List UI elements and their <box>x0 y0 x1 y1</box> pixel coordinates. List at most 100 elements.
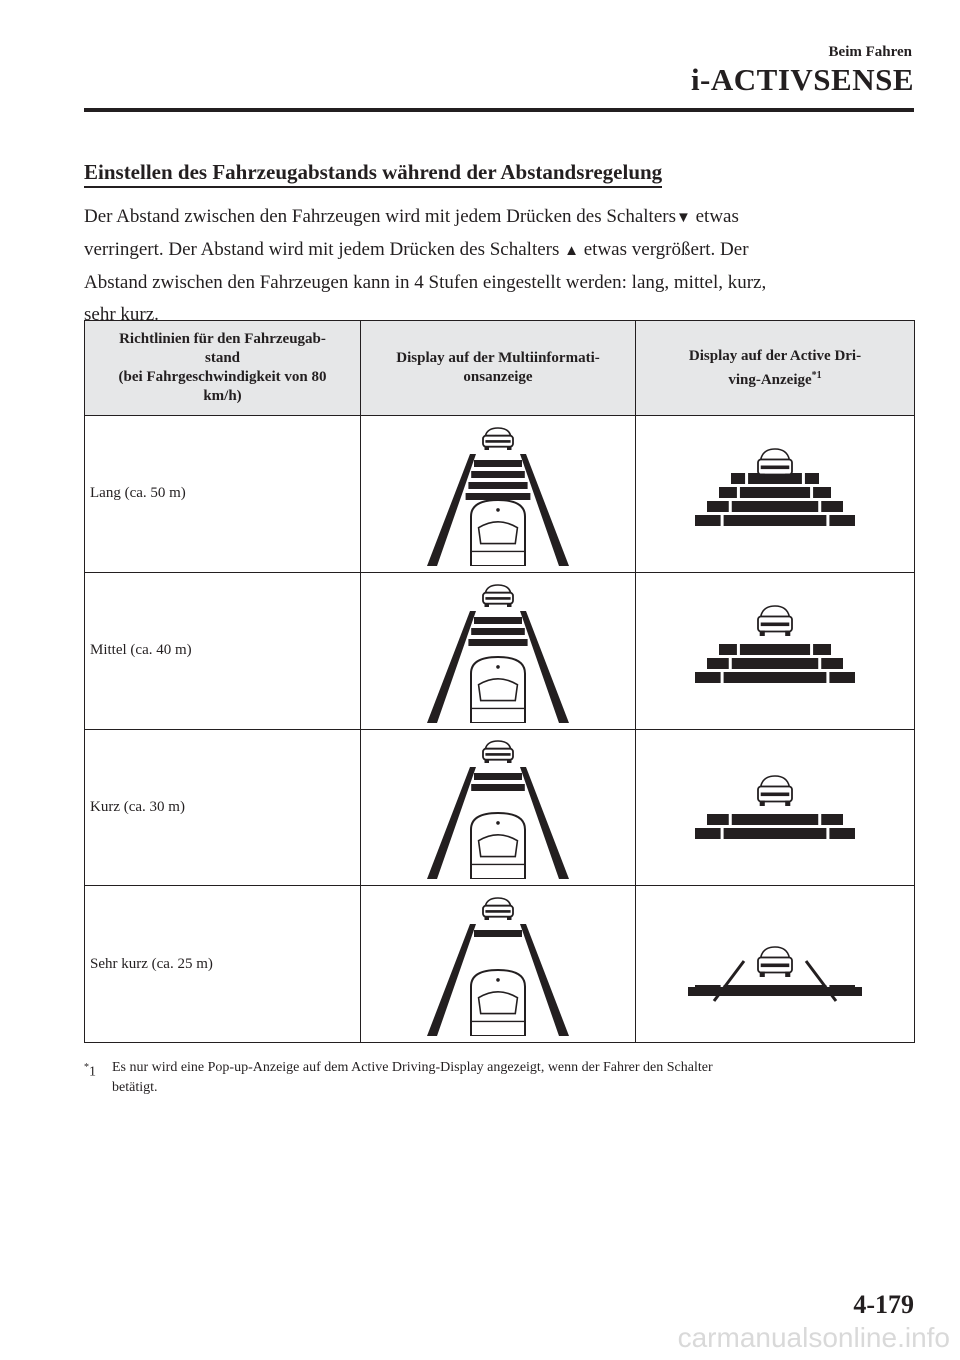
vehicle-ahead <box>757 604 793 636</box>
lane-gap <box>720 671 724 683</box>
multiinfo-display-cell <box>360 728 636 887</box>
header-guideline-line-3: (bei Fahrgeschwindigkeit von 80 <box>118 369 327 385</box>
footnote: *1 Es nur wird eine Pop-up-Anzeige auf d… <box>84 1058 914 1098</box>
distance-bar <box>695 514 855 526</box>
table-row: Lang (ca. 50 m) <box>84 415 915 573</box>
lane-left <box>427 767 476 880</box>
lane-gap <box>818 814 822 826</box>
active-driving-distance-icon <box>688 946 862 1003</box>
distance-bar <box>474 616 522 624</box>
active-driving-display-cell <box>635 885 915 1043</box>
active-driving-display-cell <box>635 571 915 730</box>
body-line-3: Abstand zwischen den Fahrzeugen kann in … <box>84 272 767 293</box>
header-section: Beim Fahren <box>828 44 912 60</box>
active-driving-distance-icon <box>695 448 855 526</box>
lane-right <box>804 960 838 1003</box>
body-line-1: Der Abstand zwischen den Fahrzeugen wird… <box>84 201 884 234</box>
lane-gap <box>810 486 814 498</box>
multiinfo-distance-icon <box>427 427 569 566</box>
footnote-number: 1 <box>89 1064 96 1080</box>
multiinfo-display-cell <box>360 885 636 1043</box>
active-driving-distance-icon <box>695 775 855 840</box>
lane-gap <box>826 828 830 840</box>
header-guideline-line-2: stand <box>204 350 241 366</box>
distance-table: Richtlinien für den Fahrzeugab- stand (b… <box>84 320 915 1043</box>
watermark: carmanualsonline.info <box>677 1322 950 1353</box>
own-vehicle <box>470 498 526 566</box>
table-header-row: Richtlinien für den Fahrzeugab- stand (b… <box>84 320 915 416</box>
distance-bar <box>474 773 522 781</box>
header-active-driving-line-1: Display auf der Active Dri- <box>688 347 862 364</box>
body-line-4: sehr kurz. <box>84 304 159 325</box>
vehicle-ahead <box>482 427 514 450</box>
header-guideline: Richtlinien für den Fahrzeugab- stand (b… <box>84 320 361 416</box>
down-triangle-icon: ▼ <box>676 210 691 226</box>
distance-bar <box>719 486 831 498</box>
lane-gap <box>826 514 830 526</box>
vehicle-ahead <box>757 448 793 479</box>
header-active-driving-line-2-text: ving-Anzeige <box>728 371 812 388</box>
table-row: Sehr kurz (ca. 25 m) <box>84 885 915 1043</box>
distance-bar <box>707 814 843 826</box>
active-driving-display-cell <box>635 728 915 887</box>
lane-gap <box>720 828 724 840</box>
distance-bar <box>474 459 522 467</box>
active-driving-display-cell <box>635 415 915 573</box>
distance-bar <box>707 657 843 669</box>
distance-bar <box>471 784 525 792</box>
lane-gap <box>826 671 830 683</box>
footnote-text-line-1: Es nur wird eine Pop-up-Anzeige auf dem … <box>112 1060 713 1075</box>
distance-bar <box>468 638 528 646</box>
vehicle-ahead <box>757 946 793 978</box>
own-vehicle <box>470 655 526 723</box>
distance-bar <box>719 643 831 655</box>
vehicle-ahead <box>482 740 514 764</box>
body-line-2-pre: verringert. Der Abstand wird mit jedem D… <box>84 239 565 260</box>
lane-left <box>427 924 476 1037</box>
lane-gap <box>745 472 749 484</box>
lane-gap <box>801 472 805 484</box>
lane-gap <box>810 643 814 655</box>
lane-left <box>427 610 476 723</box>
distance-bar <box>465 492 531 500</box>
lane-gap <box>728 500 732 512</box>
distance-bar <box>707 500 843 512</box>
header-active-driving-line-2: ving-Anzeige*1 <box>636 366 914 390</box>
distance-bar <box>474 930 522 938</box>
header-title: i-ACTIVSENSE <box>690 62 914 97</box>
row-label: Mittel (ca. 40 m) <box>84 571 361 730</box>
header-guideline-line-4: km/h) <box>203 388 242 404</box>
footnote-ref: *1 <box>811 369 822 381</box>
row-label: Kurz (ca. 30 m) <box>84 728 361 887</box>
page-number: 4-179 <box>853 1290 914 1319</box>
footnote-asterisk: * <box>84 1062 89 1073</box>
lane-gap <box>818 657 822 669</box>
body-paragraph: Der Abstand zwischen den Fahrzeugen wird… <box>84 201 884 331</box>
lane-gap <box>728 814 732 826</box>
lane-gap <box>728 657 732 669</box>
own-vehicle <box>470 969 526 1037</box>
distance-bar <box>471 470 525 478</box>
footnote-marker: *1 <box>84 1058 96 1083</box>
lane-right <box>520 767 569 880</box>
active-driving-distance-icon <box>695 604 855 683</box>
distance-bar <box>695 828 855 840</box>
table-row: Kurz (ca. 30 m) <box>84 728 915 887</box>
multiinfo-display-cell <box>360 415 636 573</box>
table-row: Mittel (ca. 40 m) <box>84 571 915 730</box>
multiinfo-display-cell <box>360 571 636 730</box>
row-label: Sehr kurz (ca. 25 m) <box>84 885 361 1043</box>
vehicle-ahead <box>482 897 514 921</box>
lane-gap <box>720 514 724 526</box>
lane-right <box>520 453 569 566</box>
header-guideline-line-1: Richtlinien für den Fahrzeugab- <box>119 331 326 347</box>
distance-bar <box>688 987 862 997</box>
multiinfo-distance-icon <box>427 583 569 723</box>
distance-bar <box>468 481 528 489</box>
lane-gap <box>818 500 822 512</box>
vehicle-ahead <box>482 583 514 607</box>
header-multiinfo: Display auf der Multiinformati- onsanzei… <box>360 320 636 416</box>
body-line-1-pre: Der Abstand zwischen den Fahrzeugen wird… <box>84 206 676 227</box>
row-label: Lang (ca. 50 m) <box>84 415 361 573</box>
footnote-text-line-2: betätigt. <box>112 1080 158 1095</box>
